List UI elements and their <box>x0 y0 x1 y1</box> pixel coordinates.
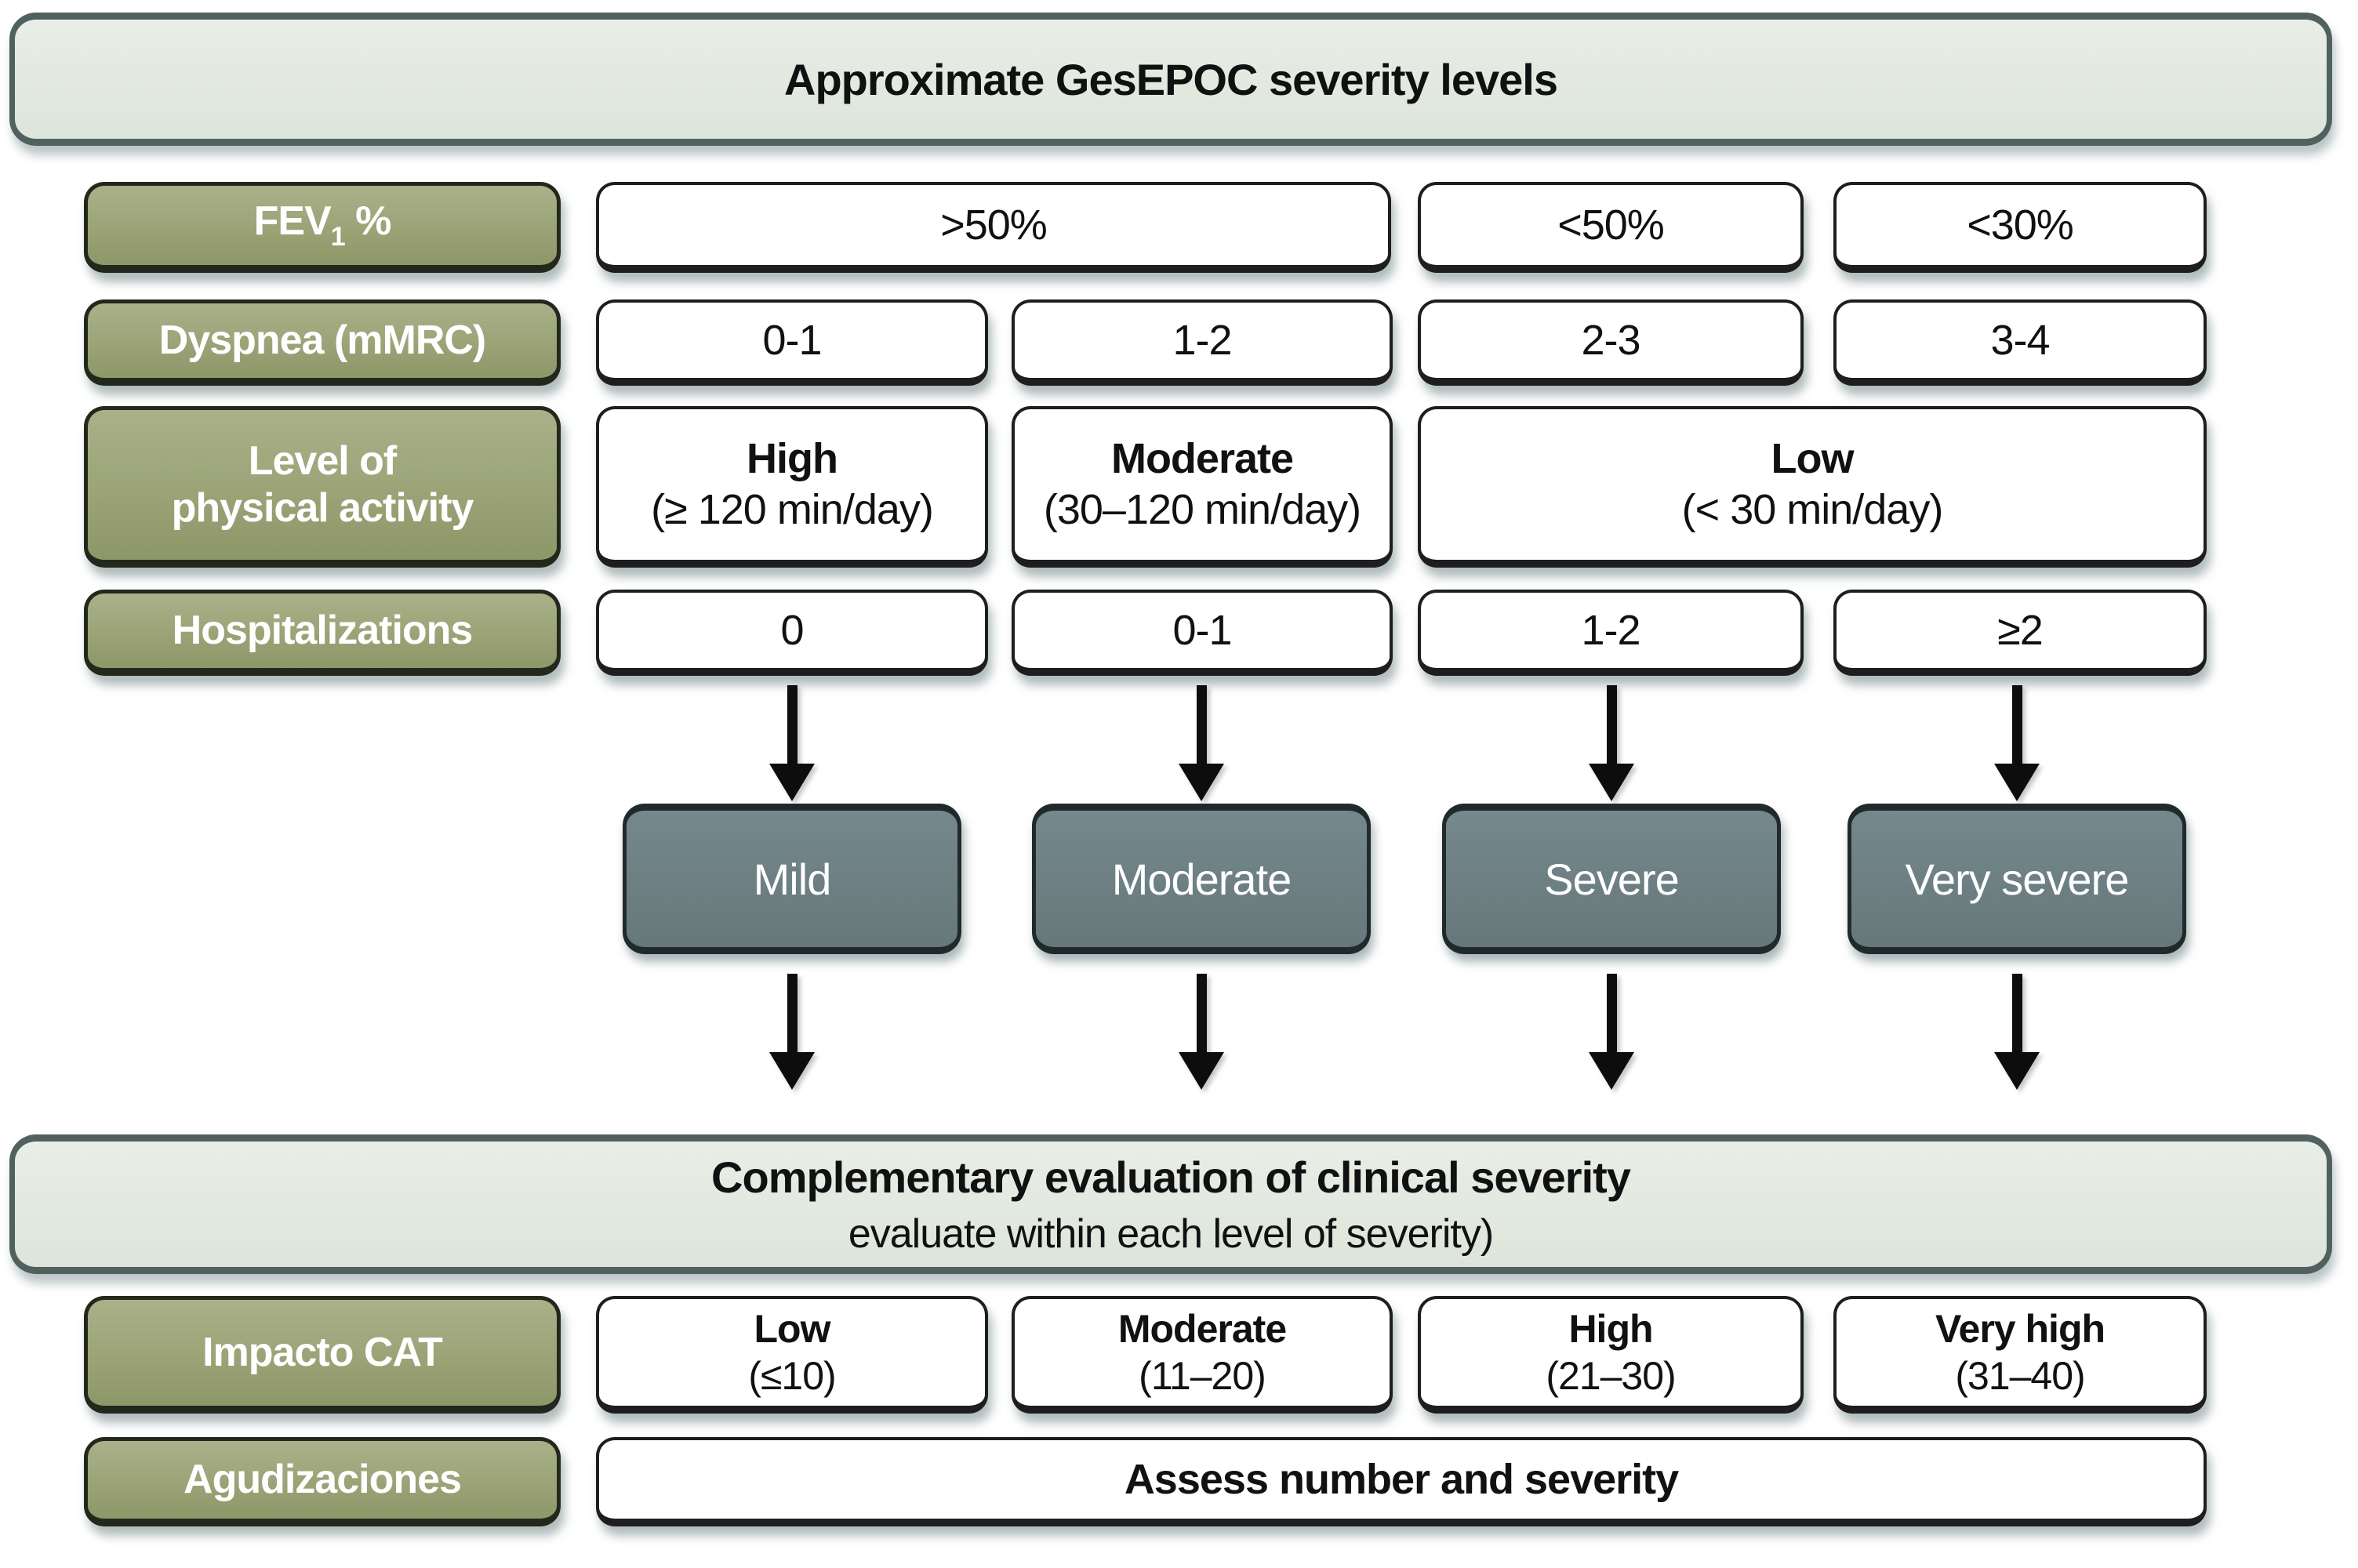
cell-activity-col1-main: High <box>747 435 838 483</box>
severity-box-very-severe: Very severe <box>1848 804 2186 954</box>
down-arrow-stem <box>1196 685 1207 764</box>
down-arrow-head <box>1589 764 1634 801</box>
cell-cat-col2-main: Moderate <box>1117 1307 1287 1351</box>
row-label-dyspnea: Dyspnea (mMRC) <box>84 299 561 386</box>
cell-cat-col3: High (21–30) <box>1418 1296 1804 1414</box>
cell-fev1-col4-value: <30% <box>1967 201 2074 249</box>
evaluation-banner: Complementary evaluation of clinical sev… <box>9 1134 2332 1274</box>
diagram-title: Approximate GesEPOC severity levels <box>784 54 1558 104</box>
down-arrow <box>768 974 816 1090</box>
cell-cat-col3-detail: (21–30) <box>1546 1354 1676 1398</box>
cell-hosp-col1: 0 <box>596 590 988 676</box>
cell-hosp-col2-value: 0-1 <box>1172 606 1232 654</box>
cell-cat-col2-detail: (11–20) <box>1139 1354 1266 1398</box>
cell-activity-col3-4: Low (< 30 min/day) <box>1418 406 2207 568</box>
cell-hosp-col1-value: 0 <box>780 606 804 654</box>
cell-dyspnea-col4-value: 3-4 <box>1990 316 2050 364</box>
cell-activity-col3-4-main: Low <box>1771 435 1855 483</box>
cell-hosp-col4-value: ≥2 <box>1997 606 2044 654</box>
row-label-hospitalizations: Hospitalizations <box>84 590 561 676</box>
cell-hosp-col2: 0-1 <box>1012 590 1393 676</box>
row-label-activity: Level of physical activity <box>84 406 561 568</box>
down-arrow-head <box>1994 764 2040 801</box>
cell-agudizaciones-span: Assess number and severity <box>596 1437 2207 1526</box>
cell-fev1-col3: <50% <box>1418 182 1804 273</box>
down-arrow <box>1588 974 1635 1090</box>
cell-agudizaciones-value: Assess number and severity <box>1124 1455 1679 1503</box>
down-arrow-head <box>1994 1052 2040 1090</box>
row-label-fev1: FEV1 % <box>84 182 561 273</box>
severity-box-severe: Severe <box>1442 804 1781 954</box>
severity-box-mild: Mild <box>623 804 961 954</box>
down-arrow <box>1588 685 1635 801</box>
severity-label-moderate: Moderate <box>1111 854 1292 904</box>
down-arrow-head <box>1179 764 1224 801</box>
down-arrow-head <box>1589 1052 1634 1090</box>
severity-label-mild: Mild <box>753 854 832 904</box>
down-arrow-stem <box>2011 974 2022 1052</box>
cell-dyspnea-col3: 2-3 <box>1418 299 1804 386</box>
down-arrow-stem <box>787 974 798 1052</box>
cell-hosp-col4: ≥2 <box>1833 590 2207 676</box>
cell-hosp-col3-value: 1-2 <box>1581 606 1640 654</box>
cell-fev1-col3-value: <50% <box>1557 201 1665 249</box>
cell-fev1-col4: <30% <box>1833 182 2207 273</box>
cell-cat-col1: Low (≤10) <box>596 1296 988 1414</box>
row-label-fev1-text: FEV1 % <box>253 198 392 252</box>
cell-cat-col4-detail: (31–40) <box>1955 1354 2085 1398</box>
down-arrow-head <box>1179 1052 1224 1090</box>
cell-dyspnea-col4: 3-4 <box>1833 299 2207 386</box>
cell-fev1-col1-2: >50% <box>596 182 1391 273</box>
down-arrow-stem <box>1606 685 1617 764</box>
down-arrow-stem <box>1606 974 1617 1052</box>
down-arrow-head <box>769 1052 815 1090</box>
cell-dyspnea-col1: 0-1 <box>596 299 988 386</box>
cell-cat-col1-main: Low <box>754 1307 831 1351</box>
cell-cat-col3-main: High <box>1568 1307 1653 1351</box>
down-arrow <box>1993 685 2040 801</box>
cell-activity-col2-detail: (30–120 min/day) <box>1043 486 1361 533</box>
cell-dyspnea-col2: 1-2 <box>1012 299 1393 386</box>
evaluation-banner-line2: evaluate within each level of severity) <box>848 1210 1494 1257</box>
title-banner: Approximate GesEPOC severity levels <box>9 13 2332 146</box>
severity-label-severe: Severe <box>1544 854 1679 904</box>
down-arrow-stem <box>787 685 798 764</box>
cell-cat-col2: Moderate (11–20) <box>1012 1296 1393 1414</box>
down-arrow <box>768 685 816 801</box>
row-label-impacto-cat: Impacto CAT <box>84 1296 561 1414</box>
fev1-subscript: 1 <box>330 221 346 252</box>
row-label-activity-line2: physical activity <box>171 485 474 531</box>
cell-activity-col1: High (≥ 120 min/day) <box>596 406 988 568</box>
down-arrow-stem <box>1196 974 1207 1052</box>
row-label-dyspnea-text: Dyspnea (mMRC) <box>158 317 486 363</box>
severity-box-moderate: Moderate <box>1032 804 1371 954</box>
cell-dyspnea-col3-value: 2-3 <box>1581 316 1640 364</box>
down-arrow-stem <box>2011 685 2022 764</box>
down-arrow <box>1178 685 1225 801</box>
cell-cat-col1-detail: (≤10) <box>748 1354 836 1398</box>
row-label-activity-line1: Level of <box>248 437 397 484</box>
row-label-hospitalizations-text: Hospitalizations <box>172 607 474 653</box>
down-arrow-head <box>769 764 815 801</box>
cell-hosp-col3: 1-2 <box>1418 590 1804 676</box>
cell-cat-col4-main: Very high <box>1935 1307 2105 1351</box>
down-arrow <box>1178 974 1225 1090</box>
cell-activity-col2-main: Moderate <box>1110 435 1294 483</box>
cell-activity-col3-4-detail: (< 30 min/day) <box>1681 486 1944 533</box>
cell-activity-col2: Moderate (30–120 min/day) <box>1012 406 1393 568</box>
row-label-impacto-cat-text: Impacto CAT <box>202 1329 443 1375</box>
cell-dyspnea-col2-value: 1-2 <box>1172 316 1232 364</box>
down-arrow <box>1993 974 2040 1090</box>
cell-cat-col4: Very high (31–40) <box>1833 1296 2207 1414</box>
evaluation-banner-line1: Complementary evaluation of clinical sev… <box>711 1152 1631 1202</box>
cell-activity-col1-detail: (≥ 120 min/day) <box>651 486 934 533</box>
cell-dyspnea-col1-value: 0-1 <box>762 316 822 364</box>
severity-label-very-severe: Very severe <box>1905 854 2130 904</box>
cell-fev1-col1-2-value: >50% <box>940 201 1048 249</box>
row-label-agudizaciones: Agudizaciones <box>84 1437 561 1526</box>
row-label-agudizaciones-text: Agudizaciones <box>183 1456 462 1502</box>
